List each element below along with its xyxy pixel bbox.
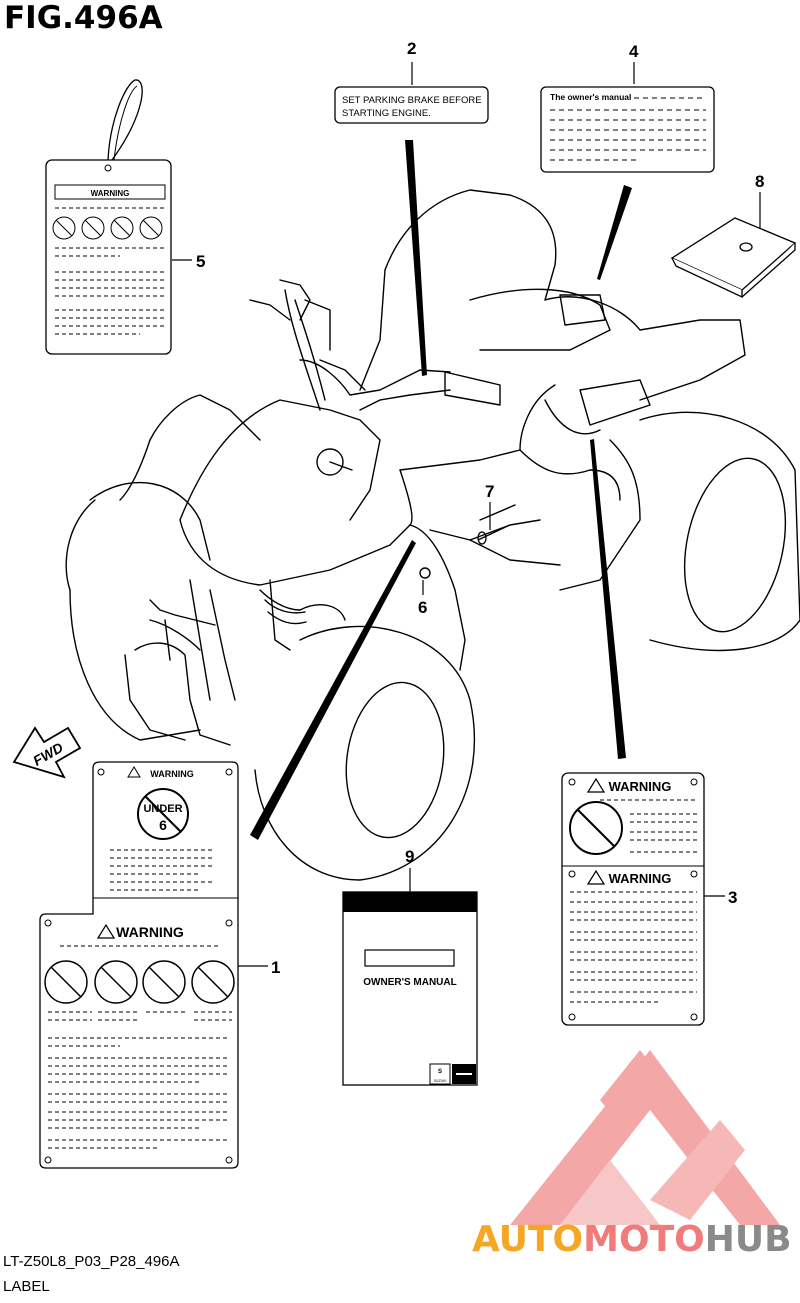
label-3-top-warning: WARNING [609,779,672,794]
part-7-bolt [477,524,511,545]
leader-wedge-4 [597,185,632,280]
watermark-auto: AUTO [472,1219,583,1260]
watermark-moto: MOTO [583,1219,705,1260]
leader-wedges [250,140,632,840]
callout-8: 8 [755,172,764,191]
callout-1: 1 [271,958,280,977]
figure-title: FIG.496A [4,0,163,36]
brand-name: SUZUKI [434,1079,447,1083]
brand-s: S [438,1069,442,1075]
label-4-owners-manual: The owner's manual [540,86,715,173]
callout-7: 7 [485,482,494,501]
leader-wedge-2 [405,140,427,376]
fwd-arrow: FWD [12,726,82,779]
manual-title: OWNER'S MANUAL [363,977,456,988]
leader-wedge-3 [590,439,626,759]
label-2-parking-brake: SET PARKING BRAKE BEFORE STARTING ENGINE… [334,86,489,124]
label-1-warning: WARNING UNDER 6 WARNING [39,761,239,1169]
watermark-hub: HUB [705,1219,792,1260]
callout-4: 4 [629,42,639,61]
tag-warning: WARNING [91,189,130,198]
label-3-warning: WARNING WARNING [561,772,705,1026]
part-8-card [670,217,797,299]
label-3-bottom-warning: WARNING [609,871,672,886]
atv-drawing [65,189,800,881]
callout-9: 9 [405,847,414,866]
parking-line-2: STARTING ENGINE. [342,108,431,119]
callout-5: 5 [196,252,205,271]
watermark-logo [510,1050,780,1225]
part-9-owners-manual: OWNER'S MANUAL S SUZUKI [342,891,478,1086]
callout-3: 3 [728,888,737,907]
footer-code: LT-Z50L8_P03_P28_496A [3,1253,180,1270]
footer-section: LABEL [3,1278,50,1295]
leader-lines [172,62,761,967]
label-5-hang-tag: WARNING [45,79,172,355]
leader-wedge-1 [250,540,416,840]
under-age: 6 [159,817,167,833]
callout-2: 2 [407,39,416,58]
callout-6: 6 [418,598,427,617]
callout-numbers: 2 4 8 5 7 6 9 3 1 [196,39,764,977]
under-text: UNDER [143,803,182,815]
label-1-top-warning: WARNING [150,769,194,779]
parking-line-1: SET PARKING BRAKE BEFORE [342,95,482,106]
owners-manual-header: The owner's manual [550,92,631,102]
label-1-main-warning: WARNING [116,924,184,940]
watermark-text: AUTOMOTOHUB [472,1219,792,1260]
